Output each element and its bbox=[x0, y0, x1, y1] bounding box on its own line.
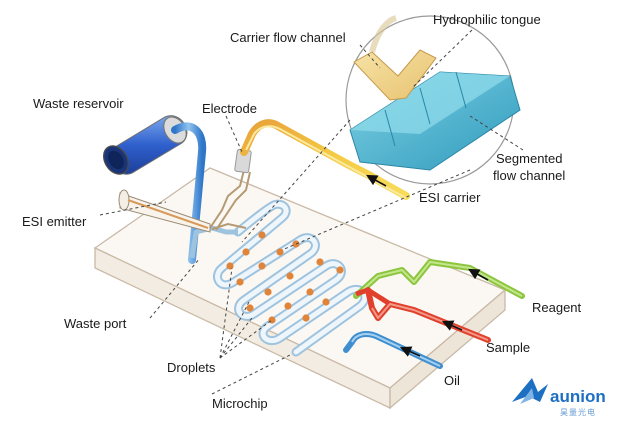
label-hydrophilic-tongue: Hydrophilic tongue bbox=[433, 12, 541, 27]
droplet bbox=[264, 288, 272, 296]
droplet bbox=[302, 314, 310, 322]
label-segmented-flow-channel-2: flow channel bbox=[493, 168, 565, 183]
droplet bbox=[242, 248, 250, 256]
droplet bbox=[226, 262, 234, 270]
esi-emitter bbox=[118, 189, 211, 233]
droplet bbox=[306, 288, 314, 296]
label-sample: Sample bbox=[486, 340, 530, 355]
zoom-inset bbox=[345, 15, 521, 185]
label-droplets: Droplets bbox=[167, 360, 216, 375]
droplet bbox=[236, 278, 244, 286]
segmented-channel bbox=[213, 199, 370, 357]
droplets-group bbox=[226, 231, 344, 324]
logo-name: aunion bbox=[550, 387, 606, 406]
droplet bbox=[292, 240, 300, 248]
droplet bbox=[286, 272, 294, 280]
label-carrier-flow-channel: Carrier flow channel bbox=[230, 30, 346, 45]
droplet bbox=[316, 258, 324, 266]
droplet bbox=[276, 248, 284, 256]
label-reagent: Reagent bbox=[532, 300, 582, 315]
electrode-structure bbox=[209, 148, 252, 231]
sample-tube bbox=[355, 287, 491, 343]
oil-tube bbox=[343, 331, 443, 369]
droplet bbox=[258, 262, 266, 270]
waste-reservoir bbox=[103, 115, 188, 175]
label-waste-reservoir: Waste reservoir bbox=[33, 96, 124, 111]
label-electrode: Electrode bbox=[202, 101, 257, 116]
label-oil: Oil bbox=[444, 373, 460, 388]
label-waste-port: Waste port bbox=[64, 316, 127, 331]
droplet bbox=[246, 304, 254, 312]
labels: Carrier flow channel Hydrophilic tongue … bbox=[22, 12, 582, 411]
label-segmented-flow-channel-1: Segmented bbox=[496, 151, 563, 166]
label-esi-carrier: ESI carrier bbox=[419, 190, 481, 205]
droplet bbox=[258, 231, 266, 239]
droplet bbox=[336, 266, 344, 274]
droplet bbox=[322, 298, 330, 306]
label-microchip: Microchip bbox=[212, 396, 268, 411]
label-esi-emitter: ESI emitter bbox=[22, 214, 87, 229]
dashed-leader-lines bbox=[99, 29, 524, 395]
droplet bbox=[268, 316, 276, 324]
aunion-logo: aunion 昊量光电 bbox=[512, 378, 606, 417]
logo-subtitle: 昊量光电 bbox=[560, 407, 596, 417]
esi-carrier-tube bbox=[240, 119, 410, 200]
droplet bbox=[284, 302, 292, 310]
reagent-tube bbox=[353, 259, 525, 299]
